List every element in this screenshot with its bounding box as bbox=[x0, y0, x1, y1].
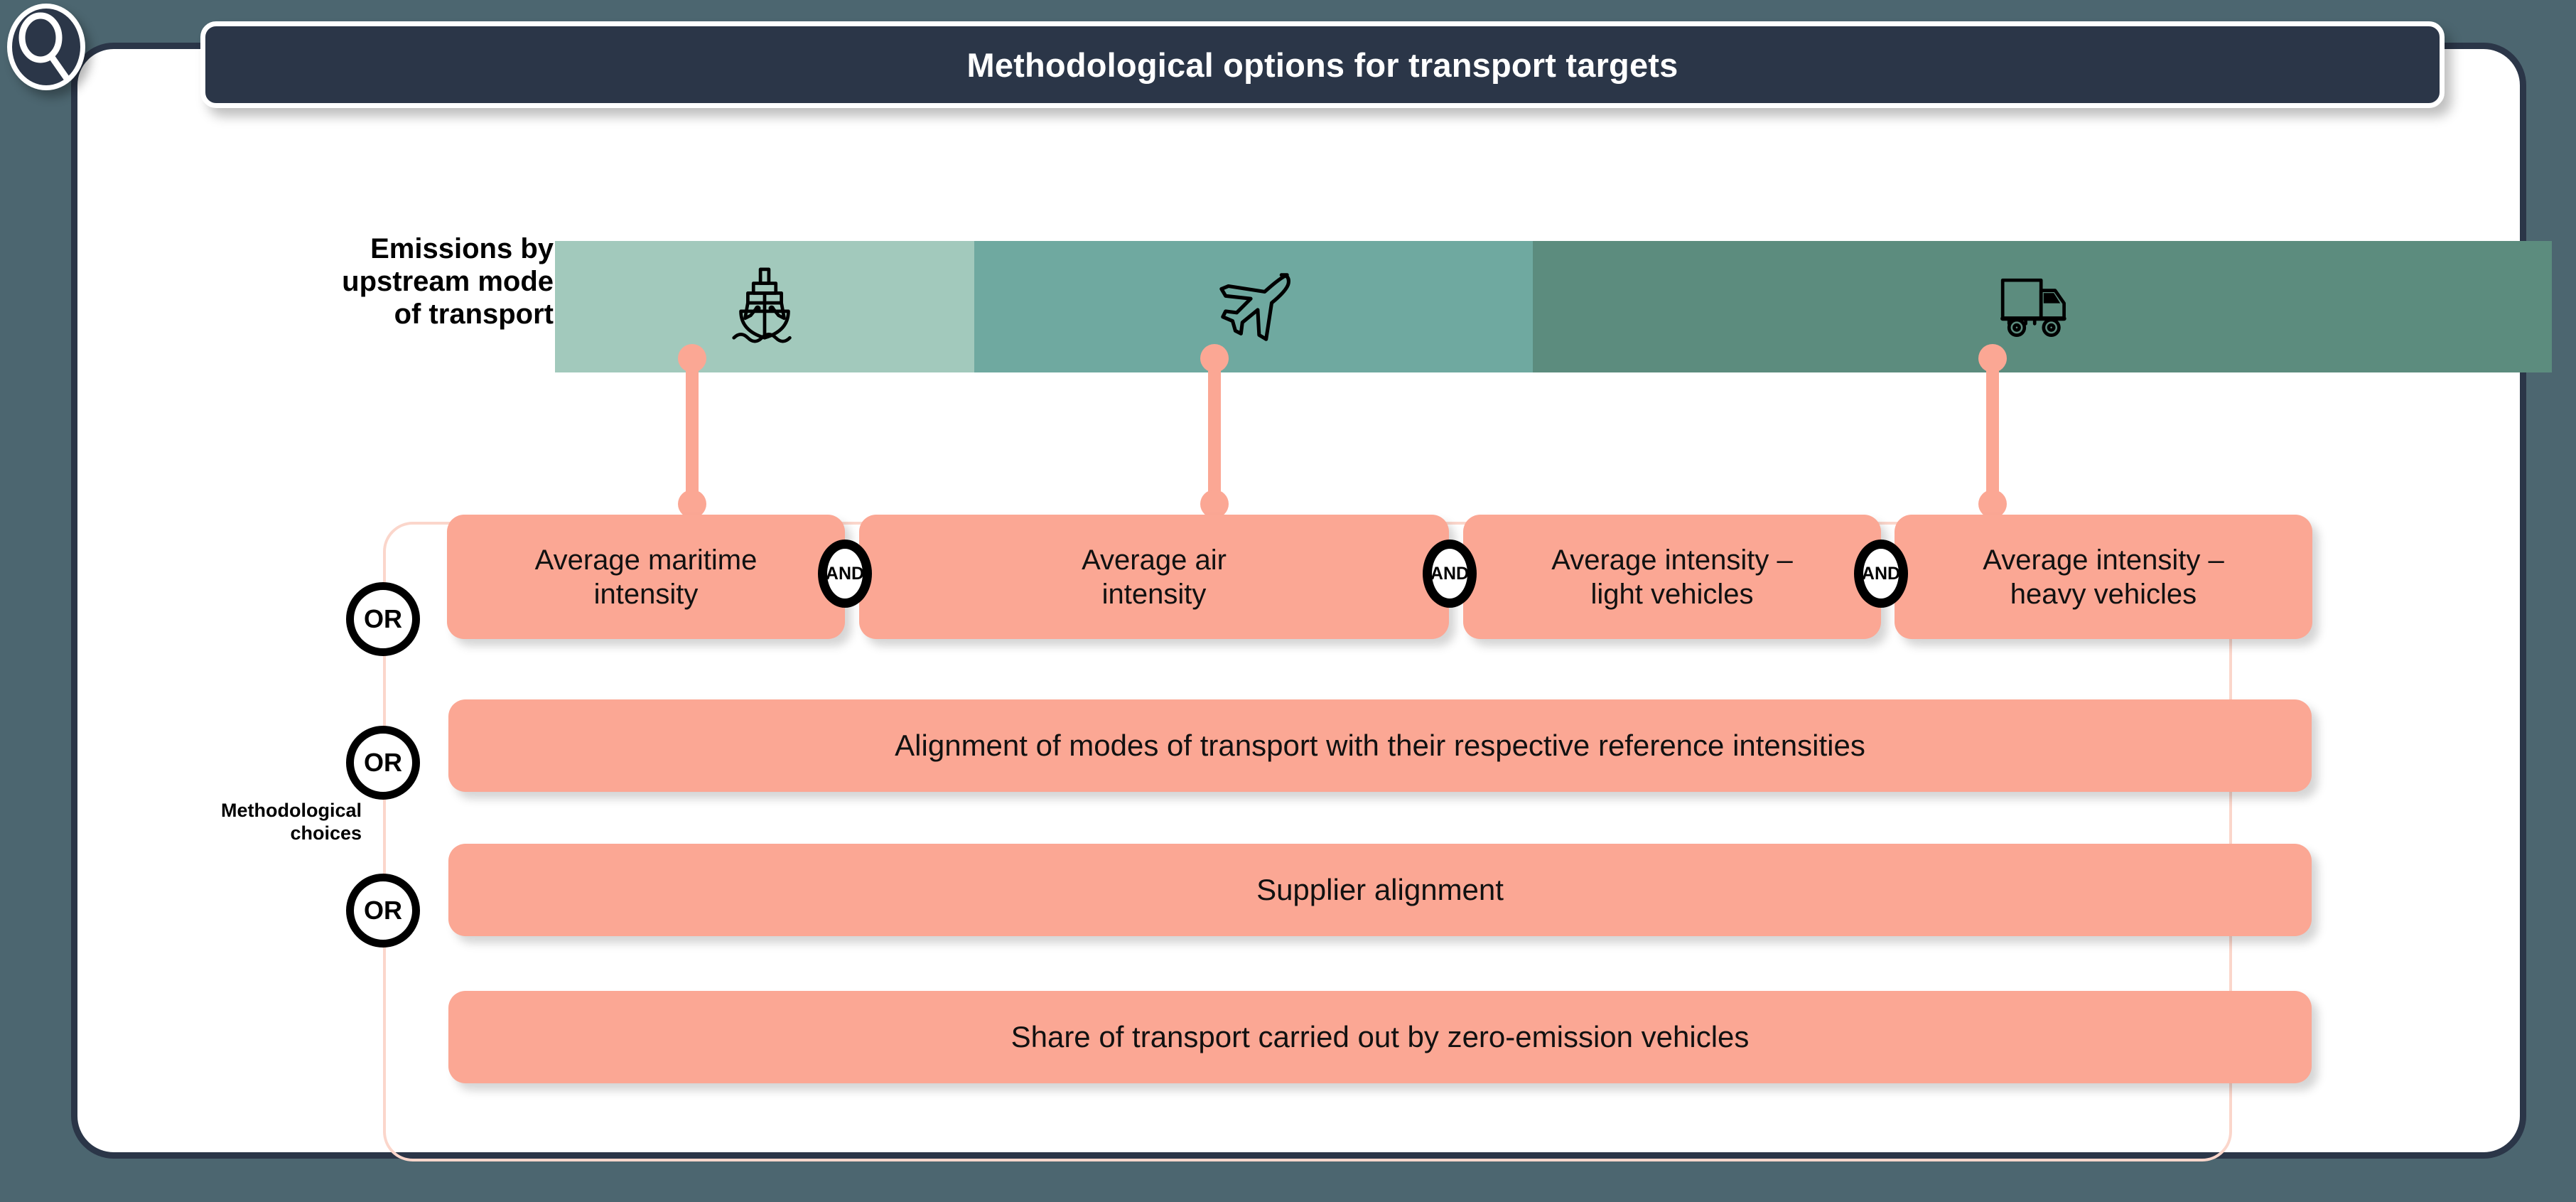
option-average-intensity-light-vehicles[interactable]: Average intensity – light vehicles bbox=[1463, 515, 1881, 639]
magnifier-badge[interactable] bbox=[7, 4, 85, 90]
truck-icon bbox=[1998, 273, 2087, 341]
option-average-intensity-heavy-vehicles[interactable]: Average intensity – heavy vehicles bbox=[1895, 515, 2312, 639]
connector-dot-top-air bbox=[1200, 344, 1229, 372]
option-average-air-intensity[interactable]: Average air intensity bbox=[859, 515, 1449, 639]
option-zero-emission-share[interactable]: Share of transport carried out by zero-e… bbox=[448, 991, 2312, 1083]
or-operator-2: OR bbox=[346, 726, 420, 800]
main-card: Emissions by upstream mode of transport bbox=[71, 43, 2552, 1161]
connector-line-air bbox=[1208, 351, 1221, 504]
title-bar: Methodological options for transport tar… bbox=[200, 21, 2445, 108]
airplane-icon bbox=[1208, 268, 1299, 346]
ship-icon bbox=[719, 265, 810, 349]
and-operator-2: AND bbox=[1423, 540, 1477, 608]
magnifier-icon bbox=[18, 12, 70, 81]
connector-line-maritime bbox=[686, 351, 699, 504]
connector-dot-bottom-maritime bbox=[678, 490, 706, 518]
and-operator-3: AND bbox=[1854, 540, 1908, 608]
connector-dot-bottom-air bbox=[1200, 490, 1229, 518]
choices-row-label-line2: choices bbox=[290, 822, 362, 844]
modes-row-label-line3: of transport bbox=[394, 299, 554, 330]
connector-line-road bbox=[1986, 351, 1999, 504]
option-label: Average maritime intensity bbox=[534, 544, 758, 610]
and-operator-1: AND bbox=[818, 540, 872, 608]
or-operator-1: OR bbox=[346, 582, 420, 656]
option-label: Average air intensity bbox=[1082, 544, 1227, 610]
choices-row-label-line1: Methodological bbox=[221, 800, 362, 821]
option-label: Average intensity – light vehicles bbox=[1551, 544, 1793, 610]
option-label: Average intensity – heavy vehicles bbox=[1983, 544, 2224, 610]
modes-row-label-line1: Emissions by bbox=[370, 233, 554, 264]
page-title: Methodological options for transport tar… bbox=[966, 45, 1678, 84]
mode-segment-maritime[interactable] bbox=[555, 241, 974, 372]
option-supplier-alignment[interactable]: Supplier alignment bbox=[448, 844, 2312, 936]
connector-dot-top-road bbox=[1978, 344, 2007, 372]
connector-dot-top-maritime bbox=[678, 344, 706, 372]
transport-mode-bar bbox=[555, 241, 2552, 372]
mode-segment-road[interactable] bbox=[1533, 241, 2552, 372]
connector-dot-bottom-road bbox=[1978, 490, 2007, 518]
mode-segment-air[interactable] bbox=[974, 241, 1533, 372]
modes-row-label-line2: upstream mode bbox=[342, 266, 554, 297]
option-alignment-of-modes[interactable]: Alignment of modes of transport with the… bbox=[448, 699, 2312, 792]
or-operator-3: OR bbox=[346, 874, 420, 948]
option-average-maritime-intensity[interactable]: Average maritime intensity bbox=[447, 515, 845, 639]
choices-row-label: Methodological choices bbox=[120, 799, 362, 845]
modes-row-label: Emissions by upstream mode of transport bbox=[220, 232, 554, 331]
